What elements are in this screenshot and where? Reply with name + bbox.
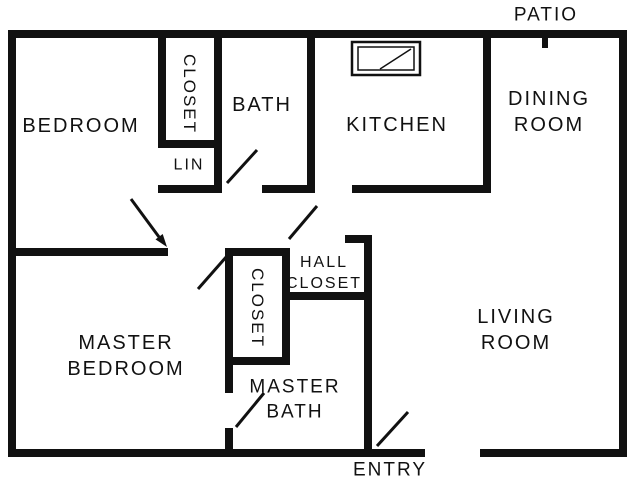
patio-label: PATIO [513, 4, 579, 26]
wall-closet-bath [214, 38, 222, 193]
wall-kitchen-dining [483, 38, 491, 193]
wall-left [8, 30, 16, 457]
wall-master-bath-west-upper [225, 365, 233, 393]
wall-master-closet-right [282, 248, 290, 365]
kitchen-door-swing-line [287, 205, 319, 240]
bath-label: BATH [232, 94, 292, 116]
living-room-label: LIVING ROOM [477, 306, 555, 354]
wall-master-bedroom-top [8, 248, 168, 256]
wall-master-closet-bottom [225, 357, 290, 365]
hall-closet-label: HALL CLOSET [285, 254, 363, 292]
entry-label: ENTRY [352, 459, 428, 481]
kitchen-sink-icon [350, 40, 422, 77]
bath-door-swing-line [225, 148, 259, 185]
wall-bottom-left-of-entry [8, 449, 425, 457]
master-closet-label: CLOSET [248, 267, 268, 349]
dining-room-label: DINING ROOM [508, 88, 590, 136]
master-bath-door-swing-line [234, 392, 266, 428]
entry-direction-arrow-head [155, 234, 167, 247]
wall-master-closet-top [225, 248, 290, 256]
entry-direction-arrow-shaft [129, 198, 161, 238]
wall-hall-closet-top [345, 235, 372, 243]
wall-kitchen-bottom [352, 185, 491, 193]
wall-closet-linen-divider [158, 140, 222, 148]
doors-layer [129, 148, 410, 448]
wall-living-west [364, 300, 372, 457]
wall-master-closet-left [225, 248, 233, 365]
wall-right [619, 30, 627, 457]
wall-bath-kitchen [307, 38, 315, 193]
sink-divider-line [379, 48, 412, 70]
wall-top [8, 30, 627, 38]
walls-layer [8, 30, 627, 457]
master-bath-label: MASTER BATH [249, 376, 341, 422]
wall-hall-closet-right [364, 235, 372, 300]
wall-linen-bottom [158, 185, 222, 193]
sink-outer-rect [350, 40, 422, 77]
kitchen-label: KITCHEN [346, 114, 448, 136]
entry-door-swing-line [375, 410, 410, 448]
master-bedroom-label: MASTER BEDROOM [67, 332, 185, 380]
patio-door-jamb [542, 30, 548, 48]
sink-inner-rect [357, 46, 415, 71]
wall-bath-bottom [262, 185, 315, 193]
wall-bottom-right-of-entry [480, 449, 627, 457]
linen-label: LIN [173, 156, 205, 174]
wall-bedroom-closet [158, 38, 166, 148]
master-bedroom-door-swing-line [196, 255, 229, 290]
bedroom-label: BEDROOM [22, 115, 140, 137]
closet-top-label: CLOSET [180, 53, 200, 135]
wall-hall-closet-bottom [282, 292, 372, 300]
wall-master-bath-west-lower [225, 428, 233, 457]
